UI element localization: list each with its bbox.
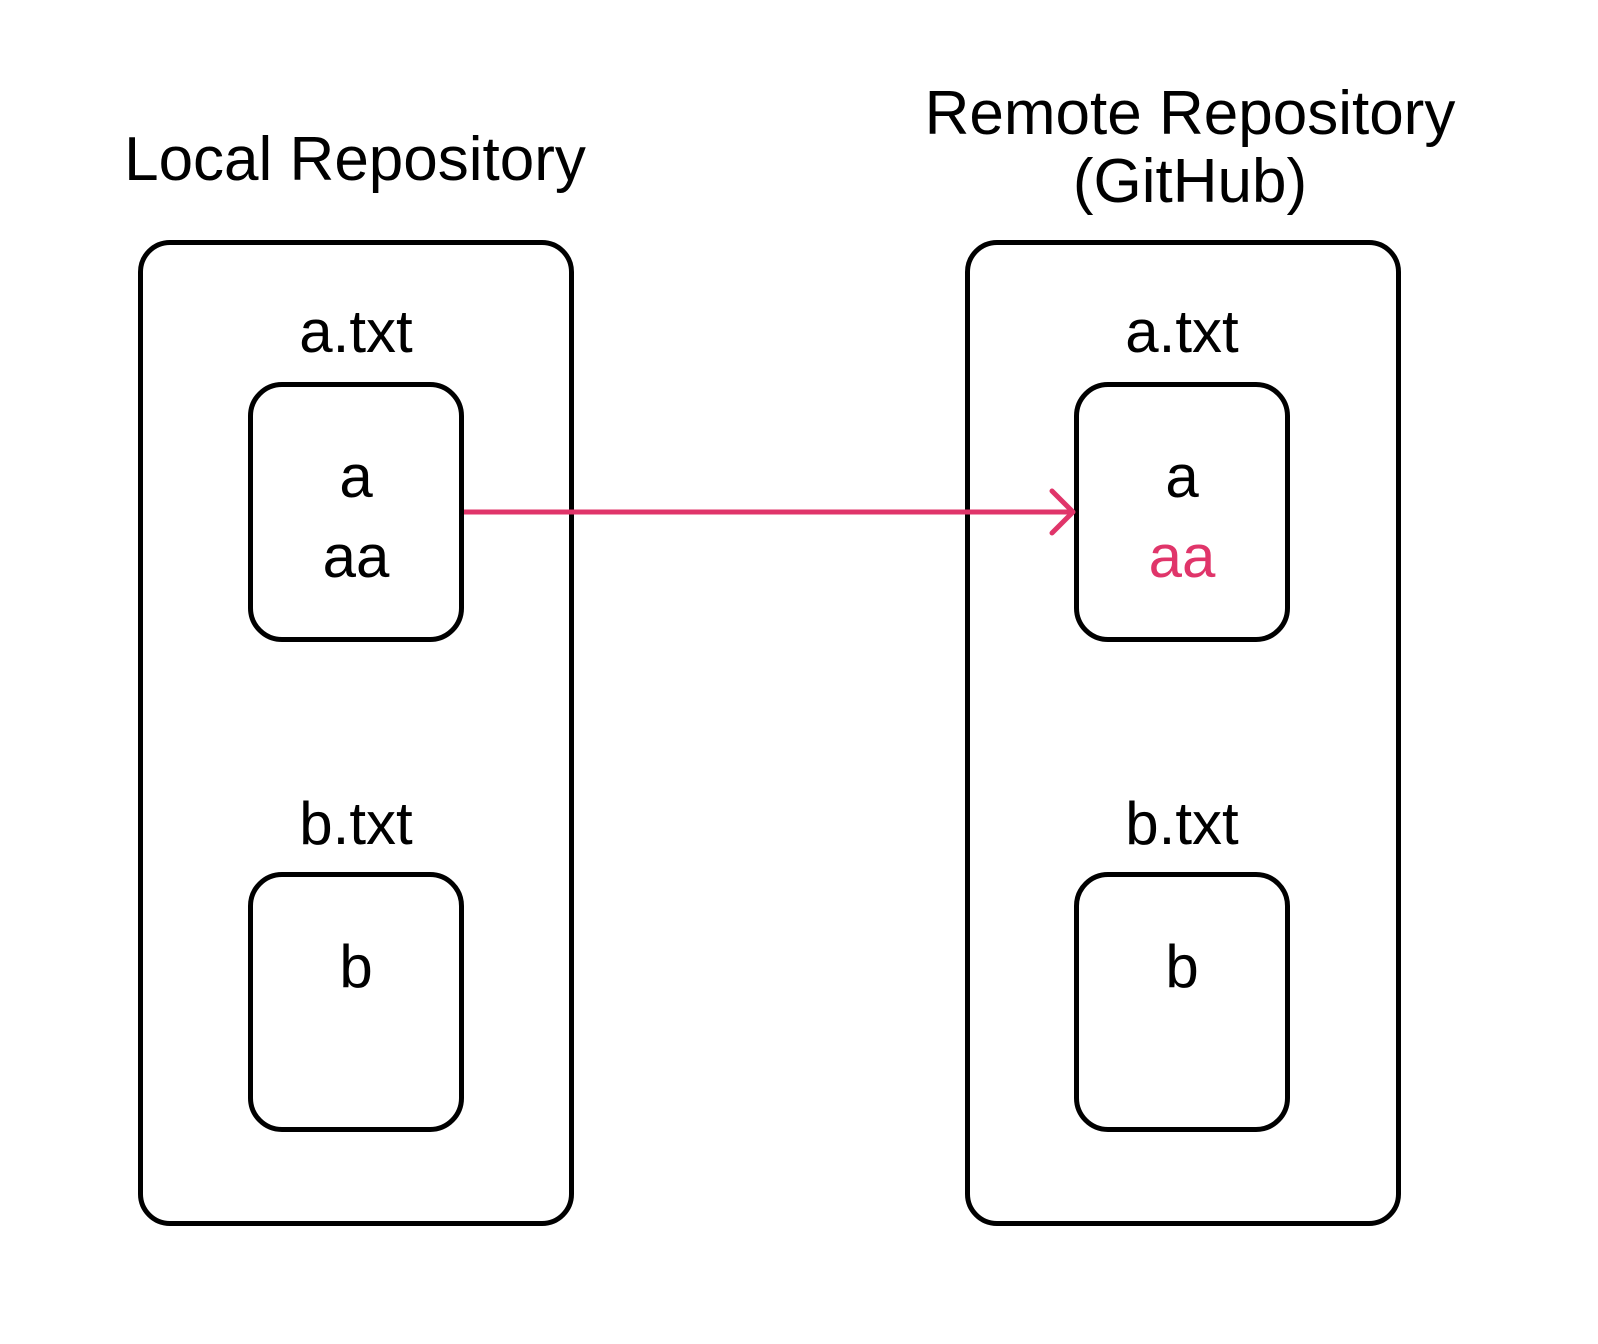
local-repository-box [138,240,574,1226]
remote-file-a-box: a aa [1074,382,1290,642]
local-file-b-box: b [248,872,464,1132]
remote-repository-box [965,240,1401,1226]
remote-repository-title: Remote Repository (GitHub) [880,80,1500,216]
local-file-a-line-2: aa [322,523,390,590]
local-file-b-name: b.txt [299,790,413,857]
remote-file-a-name: a.txt [1125,298,1239,365]
local-file-b-line-1: b [339,933,373,1000]
remote-file-a-line-2-pushed: aa [1148,523,1216,590]
remote-file-b-box: b [1074,872,1290,1132]
local-file-a-name: a.txt [299,298,413,365]
local-title-text: Local Repository [124,125,586,194]
remote-file-a-line-1: a [1165,443,1199,510]
remote-file-b-name: b.txt [1125,790,1239,857]
remote-file-b-line-1: b [1165,933,1199,1000]
local-file-a-line-1: a [339,443,373,510]
remote-title-line1: Remote Repository [924,79,1456,148]
remote-title-line2: (GitHub) [1072,147,1308,216]
local-file-a-box: a aa [248,382,464,642]
local-repository-title: Local Repository [100,126,610,194]
